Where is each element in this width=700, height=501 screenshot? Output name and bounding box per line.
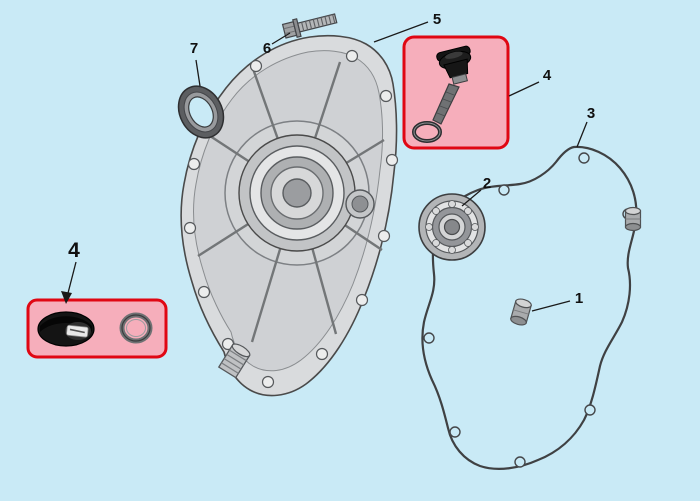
bearing-balls [425, 200, 479, 254]
callout-1: 1 [575, 290, 583, 307]
dowel-pin-upper [624, 206, 642, 232]
bolt-threads [301, 14, 336, 32]
leader-3 [576, 121, 588, 148]
callout-3: 3 [587, 105, 595, 122]
cover-bolt-holes [183, 49, 399, 389]
leader-6 [271, 32, 291, 45]
oil-filler-cap-dipstick [412, 45, 472, 143]
flange-bolt [281, 13, 338, 39]
cover-filler-neck-bore [351, 195, 369, 213]
leader-2 [461, 189, 482, 207]
crankcase-cover [180, 34, 399, 397]
callout-7: 7 [190, 40, 198, 57]
leader-7 [195, 59, 201, 87]
oil-plug-assembly [37, 311, 153, 347]
callout-5: 5 [433, 11, 441, 28]
leader-5 [373, 21, 429, 43]
oil-plug-o-ring [119, 312, 153, 344]
callout-2: 2 [483, 175, 491, 192]
callout-4-left: 4 [68, 239, 80, 262]
leader-lines [66, 21, 588, 312]
filler-cap-o-ring-highlight [413, 122, 441, 142]
callout-4-top: 4 [543, 67, 552, 84]
cover-bearing-bore [238, 134, 356, 252]
arrow-4-left [61, 291, 72, 304]
oil-seal [177, 85, 225, 139]
ball-bearing [418, 193, 486, 261]
leader-4-left [66, 261, 77, 298]
callout-6: 6 [263, 40, 271, 57]
leader-1 [531, 300, 571, 312]
dowel-pin-lower [510, 298, 532, 326]
oil-plug-cap [37, 311, 95, 347]
dipstick-texture [436, 91, 455, 117]
cover-drain-boss [217, 343, 251, 379]
leader-4-top [508, 81, 540, 97]
gasket-outline [421, 145, 638, 470]
